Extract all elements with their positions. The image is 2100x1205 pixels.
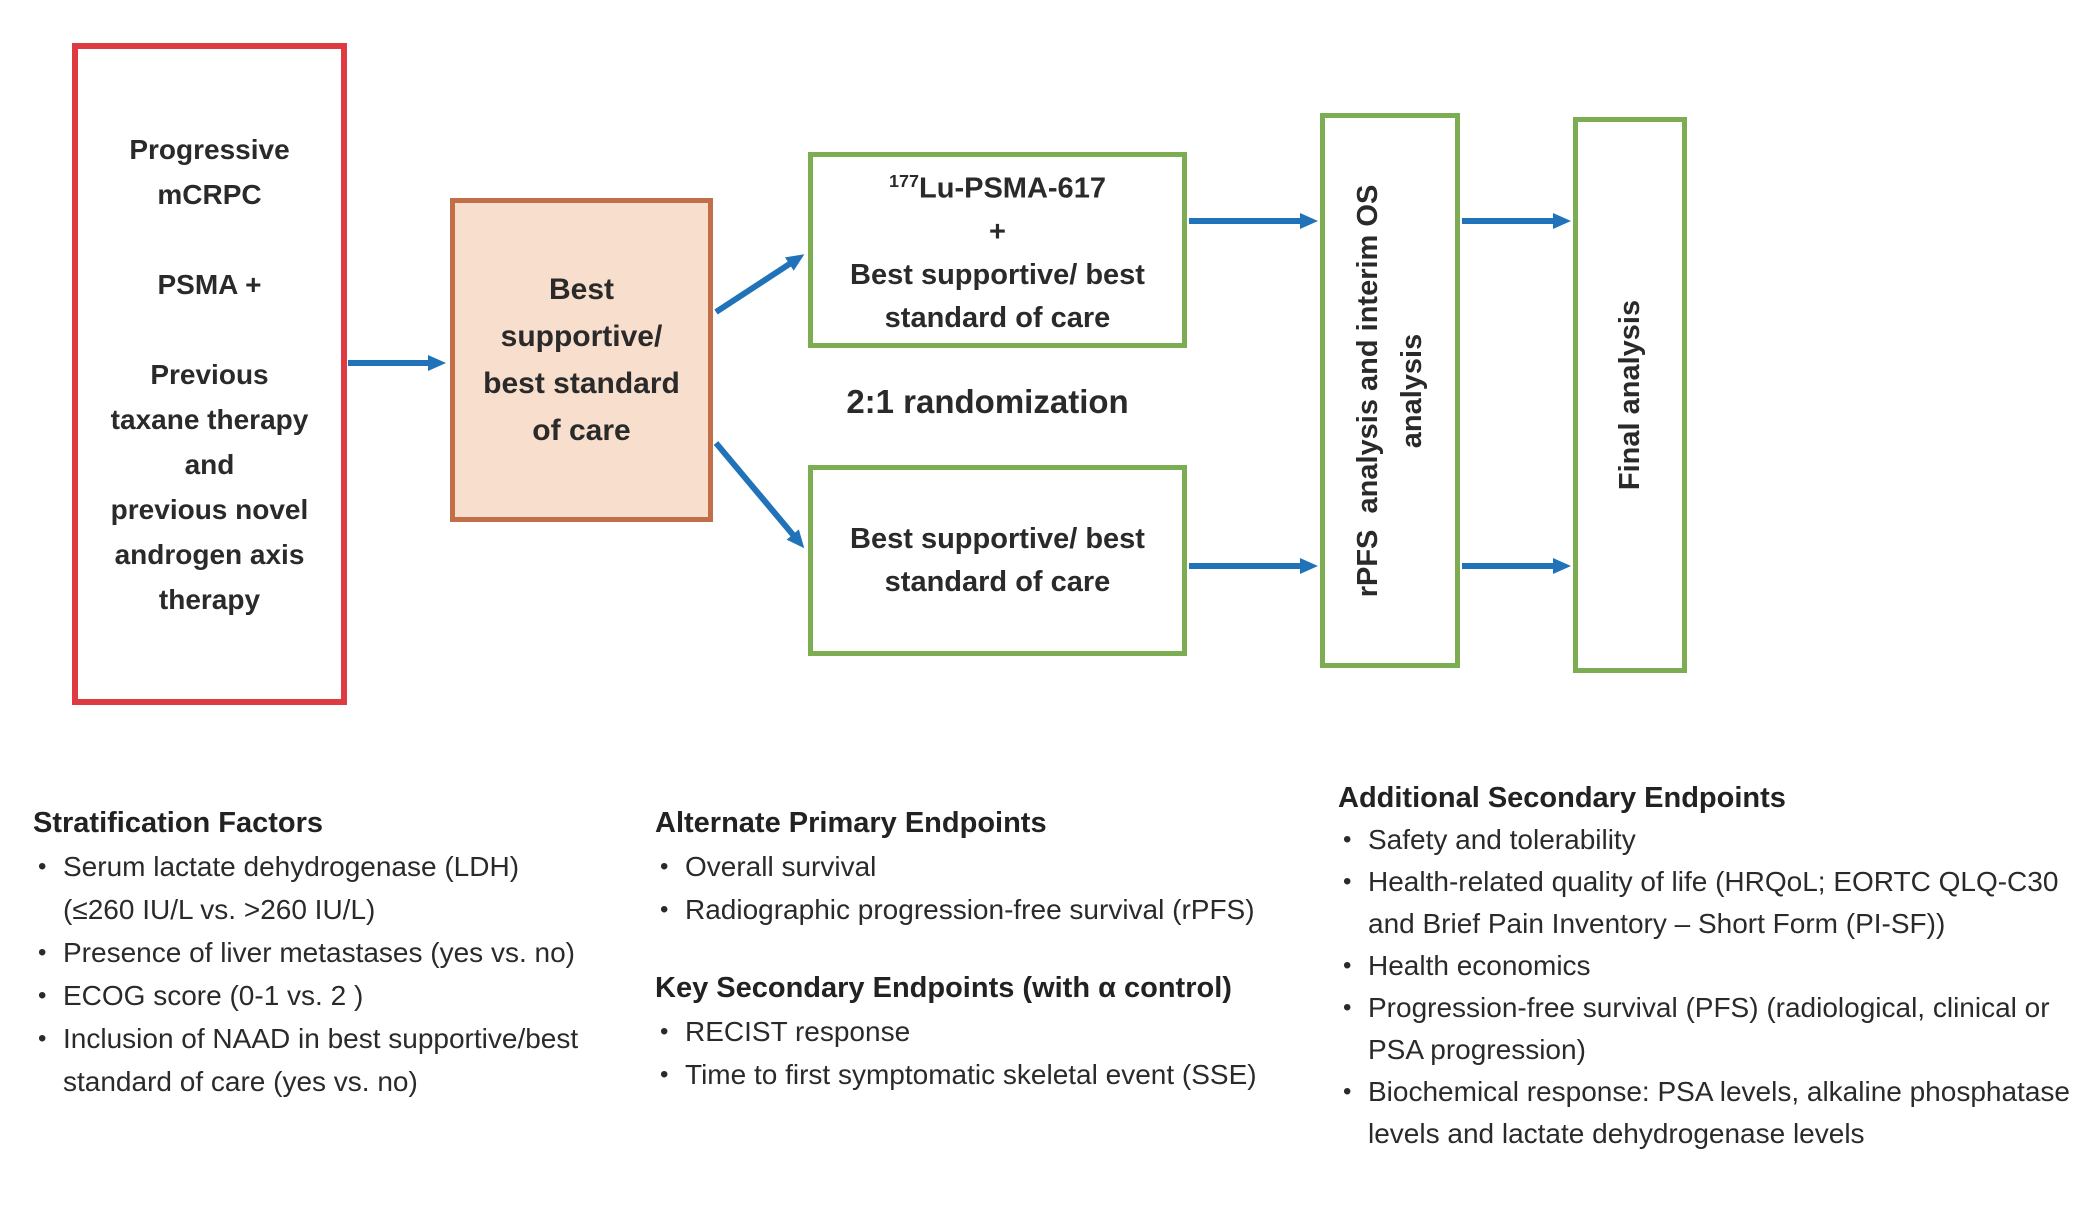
primary-endpoints-section: Alternate Primary Endpoints Overall surv… bbox=[655, 802, 1295, 1096]
drug-name: Lu-PSMA-617 bbox=[919, 172, 1106, 205]
additional-secondary-list: Safety and tolerability Health-related q… bbox=[1338, 819, 2086, 1155]
bsoc-text: Best supportive/ best standard of care bbox=[483, 273, 680, 447]
rpfs-analysis-box: rPFS analysis and interim OS analysis bbox=[1320, 113, 1460, 668]
list-item: Radiographic progression-free survival (… bbox=[655, 888, 1295, 931]
treatment-bsoc-text: Best supportive/ best standard of care bbox=[850, 258, 1145, 334]
additional-secondary-section: Additional Secondary Endpoints Safety an… bbox=[1338, 777, 2086, 1155]
isotope-superscript: 177 bbox=[889, 171, 920, 192]
key-secondary-heading: Key Secondary Endpoints (with α control) bbox=[655, 972, 1232, 1004]
list-item: ECOG score (0-1 vs. 2 ) bbox=[33, 974, 593, 1017]
additional-secondary-heading: Additional Secondary Endpoints bbox=[1338, 782, 1786, 814]
bsoc-box: Best supportive/ best standard of care bbox=[450, 198, 713, 522]
final-analysis-box: Final analysis bbox=[1573, 117, 1687, 673]
key-secondary-list: RECIST response Time to first symptomati… bbox=[655, 1010, 1295, 1096]
key-secondary-block: Key Secondary Endpoints (with α control)… bbox=[655, 967, 1295, 1096]
plus-sign: + bbox=[989, 215, 1006, 248]
list-item: Health economics bbox=[1338, 945, 2086, 987]
list-item: Overall survival bbox=[655, 845, 1295, 888]
randomization-label: 2:1 randomization bbox=[846, 383, 1129, 420]
alternate-primary-heading: Alternate Primary Endpoints bbox=[655, 807, 1047, 839]
eligibility-text: Progressive mCRPC PSMA + Previous taxane… bbox=[110, 133, 309, 615]
list-item: Serum lactate dehydrogenase (LDH) (≤260 … bbox=[33, 845, 593, 931]
stratification-heading: Stratification Factors bbox=[33, 807, 324, 839]
list-item: Biochemical response: PSA levels, alkali… bbox=[1338, 1071, 2086, 1155]
stratification-section: Stratification Factors Serum lactate deh… bbox=[33, 802, 593, 1103]
control-arm-box: Best supportive/ best standard of care bbox=[808, 465, 1187, 656]
list-item: Time to first symptomatic skeletal event… bbox=[655, 1053, 1295, 1096]
treatment-arm-box: 177Lu-PSMA-617 + Best supportive/ best s… bbox=[808, 152, 1187, 348]
alternate-primary-list: Overall survival Radiographic progressio… bbox=[655, 845, 1295, 931]
list-item: Progression-free survival (PFS) (radiolo… bbox=[1338, 987, 2086, 1071]
control-arm-text: Best supportive/ best standard of care bbox=[850, 522, 1154, 598]
list-item: RECIST response bbox=[655, 1010, 1295, 1053]
eligibility-box: Progressive mCRPC PSMA + Previous taxane… bbox=[72, 43, 347, 705]
list-item: Presence of liver metastases (yes vs. no… bbox=[33, 931, 593, 974]
stratification-list: Serum lactate dehydrogenase (LDH) (≤260 … bbox=[33, 845, 593, 1103]
list-item: Inclusion of NAAD in best supportive/bes… bbox=[33, 1017, 593, 1103]
treatment-drug-line: 177Lu-PSMA-617 bbox=[889, 160, 1106, 211]
list-item: Health-related quality of life (HRQoL; E… bbox=[1338, 861, 2086, 945]
list-item: Safety and tolerability bbox=[1338, 819, 2086, 861]
